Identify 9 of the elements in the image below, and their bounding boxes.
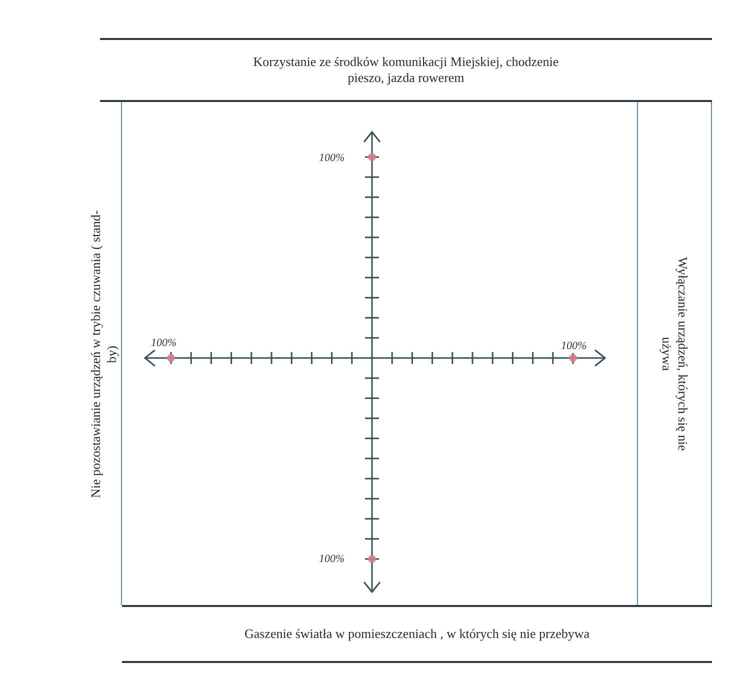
band-text: Nie pozostawianie urządzeń w trybie czuwania ( stand-by): [88, 208, 120, 500]
axis-label: 100%: [560, 339, 588, 353]
text-band: [637, 102, 712, 605]
text-band: [100, 38, 712, 102]
text-band: [122, 605, 712, 663]
axis-label: 100%: [150, 336, 178, 350]
band-text: Wyłączanie urządzeń, których się nie używa: [658, 256, 690, 452]
band-text: Korzystanie ze środków komunikacji Miejskiej, chodzenie pieszo, jazda rowerem: [252, 54, 560, 86]
band-text: Gaszenie światła w pomieszczeniach , w których się nie przebywa: [244, 626, 590, 642]
